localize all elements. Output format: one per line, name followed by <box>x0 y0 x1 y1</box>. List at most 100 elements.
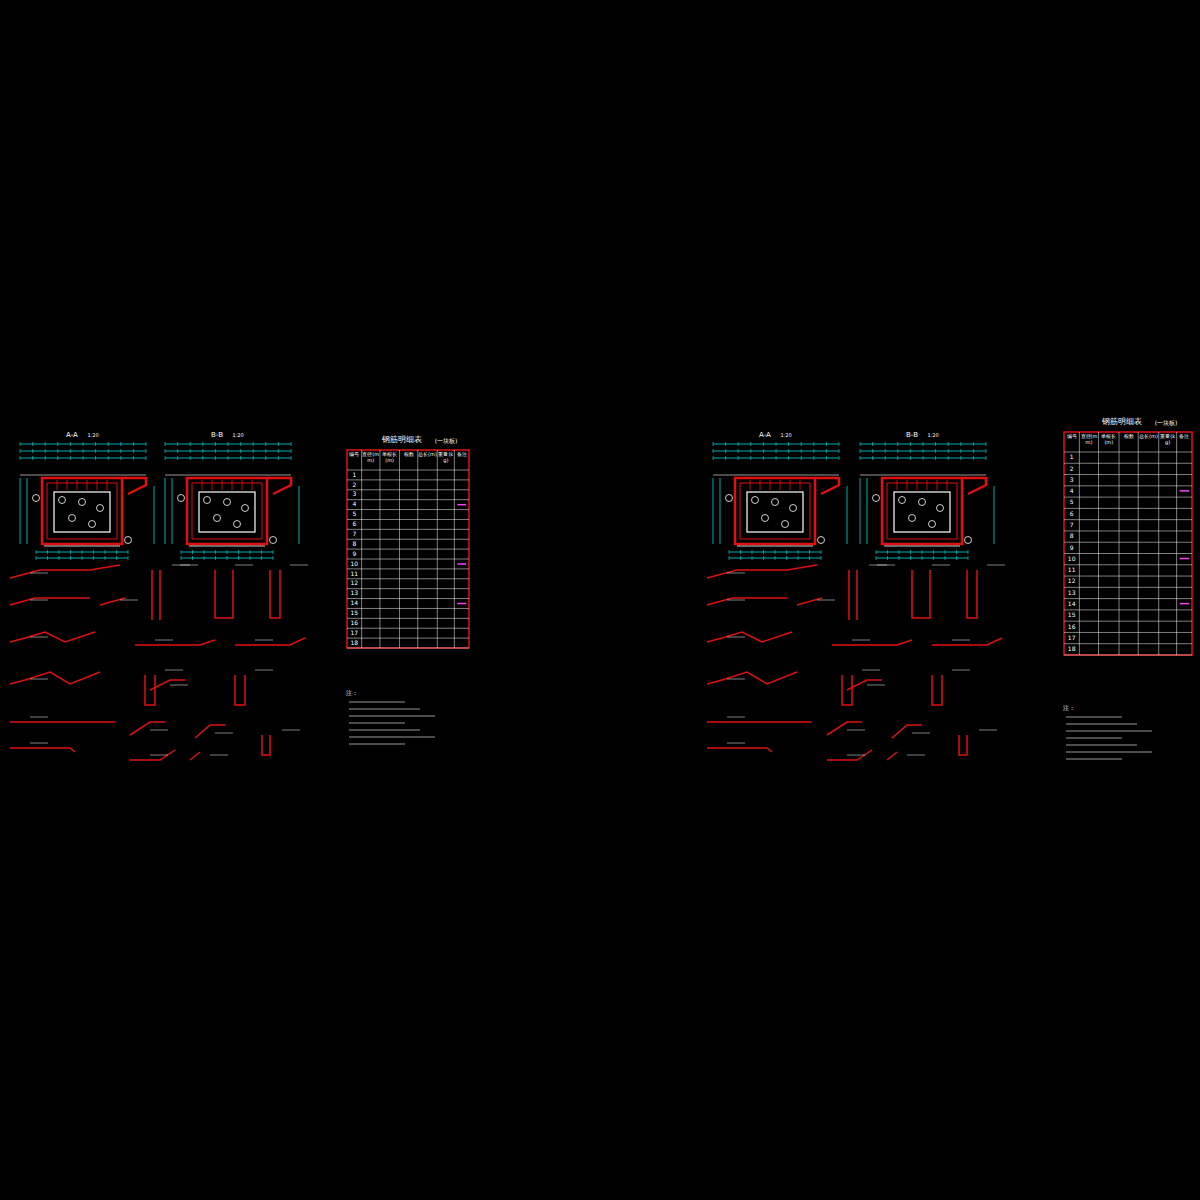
drawing-line <box>347 479 469 480</box>
drawing-line <box>30 743 48 744</box>
drawing-line <box>150 730 168 731</box>
drawing-line <box>788 449 789 453</box>
table-cell: 2 <box>347 482 362 489</box>
callout-circle <box>33 495 40 502</box>
table-cell: 16 <box>347 620 362 627</box>
drawing-line <box>235 675 245 705</box>
drawing-line <box>347 628 469 629</box>
drawing-line <box>827 722 862 735</box>
drawing-line <box>912 570 930 618</box>
drawing-line <box>729 550 730 554</box>
drawing-line <box>887 752 897 760</box>
drawing-line <box>968 556 969 560</box>
drawing-line <box>347 509 469 510</box>
drawing-line <box>1066 745 1137 746</box>
drawing-line <box>215 733 233 734</box>
drawing-line <box>887 550 888 554</box>
table-cell: 5 <box>1064 499 1079 506</box>
drawing-line <box>1079 432 1080 655</box>
drawing-line <box>10 672 100 684</box>
drawing-line <box>887 556 888 560</box>
drawing-line <box>291 442 292 446</box>
drawing-line <box>738 442 739 446</box>
drawing-line <box>937 480 938 490</box>
drawing-line <box>128 550 129 554</box>
drawing-line <box>222 480 223 490</box>
drawing-line <box>59 556 60 560</box>
drawing-line <box>108 456 109 460</box>
drawing-line <box>165 475 291 476</box>
table-header: 直径(mm) <box>1079 434 1098 445</box>
table-header: 备注 <box>1177 434 1192 440</box>
table-cell: 4 <box>347 501 362 508</box>
drawing-line <box>1066 724 1137 725</box>
drawing-line <box>122 478 146 494</box>
drawing-line <box>347 529 469 530</box>
drawing-line <box>960 442 961 446</box>
drawing-line <box>707 565 817 578</box>
drawing-line <box>860 449 861 453</box>
drawing-line <box>273 550 274 554</box>
drawing-line <box>252 480 253 490</box>
drawing-line <box>948 442 949 446</box>
drawing-line <box>897 480 898 490</box>
drawing-line <box>847 730 865 731</box>
drawing-line <box>108 449 109 453</box>
table-header: 单根长(m) <box>1099 434 1119 445</box>
drawing-line <box>798 556 799 560</box>
drawing-line <box>30 679 48 680</box>
drawing-line <box>165 449 166 453</box>
drawing-line <box>1064 452 1192 453</box>
drawing-line <box>177 456 178 460</box>
drawing-line <box>899 550 900 554</box>
drawing-line <box>948 449 949 453</box>
note-heading: 注： <box>1062 705 1076 712</box>
drawing-line <box>151 570 153 620</box>
drawing-line <box>750 480 751 490</box>
drawing-line <box>994 486 995 544</box>
drawing-line <box>848 570 850 620</box>
callout-circle <box>270 537 277 544</box>
drawing-line <box>788 456 789 460</box>
drawing-line <box>47 483 117 539</box>
drawing-line <box>967 570 977 618</box>
drawing-line <box>120 456 121 460</box>
drawing-line <box>100 598 125 605</box>
drawing-line <box>190 752 200 760</box>
drawing-line <box>813 456 814 460</box>
drawing-line <box>1066 752 1152 753</box>
callout-circle <box>79 499 86 506</box>
drawing-line <box>44 546 120 547</box>
drawing-line <box>93 556 94 560</box>
table-cell: 14 <box>347 600 362 607</box>
table-cell: 14 <box>1064 601 1079 608</box>
drawing-line <box>349 716 435 717</box>
drawing-line <box>155 640 173 641</box>
drawing-line <box>987 565 1005 566</box>
drawing-line <box>979 730 997 731</box>
drawing-line <box>192 550 193 554</box>
drawing-line <box>1064 497 1192 498</box>
drawing-line <box>97 480 98 490</box>
drawing-line <box>347 489 469 490</box>
drawing-line <box>750 449 751 453</box>
drawing-line <box>912 733 930 734</box>
drawing-line <box>278 449 279 453</box>
drawing-line <box>128 556 129 560</box>
drawing-line <box>876 556 877 560</box>
drawing-line <box>250 556 251 560</box>
drawing-line <box>1180 603 1189 605</box>
drawing-line <box>933 556 934 560</box>
callout-circle <box>937 505 944 512</box>
callout-circle <box>726 495 733 502</box>
drawing-line <box>1066 759 1122 760</box>
callout-circle <box>59 497 66 504</box>
drawing-line <box>826 442 827 446</box>
callout-circle <box>818 537 825 544</box>
drawing-line <box>278 456 279 460</box>
drawing-line <box>347 549 469 550</box>
drawing-line <box>10 632 95 642</box>
drawing-line <box>826 456 827 460</box>
drawing-line <box>770 480 771 490</box>
